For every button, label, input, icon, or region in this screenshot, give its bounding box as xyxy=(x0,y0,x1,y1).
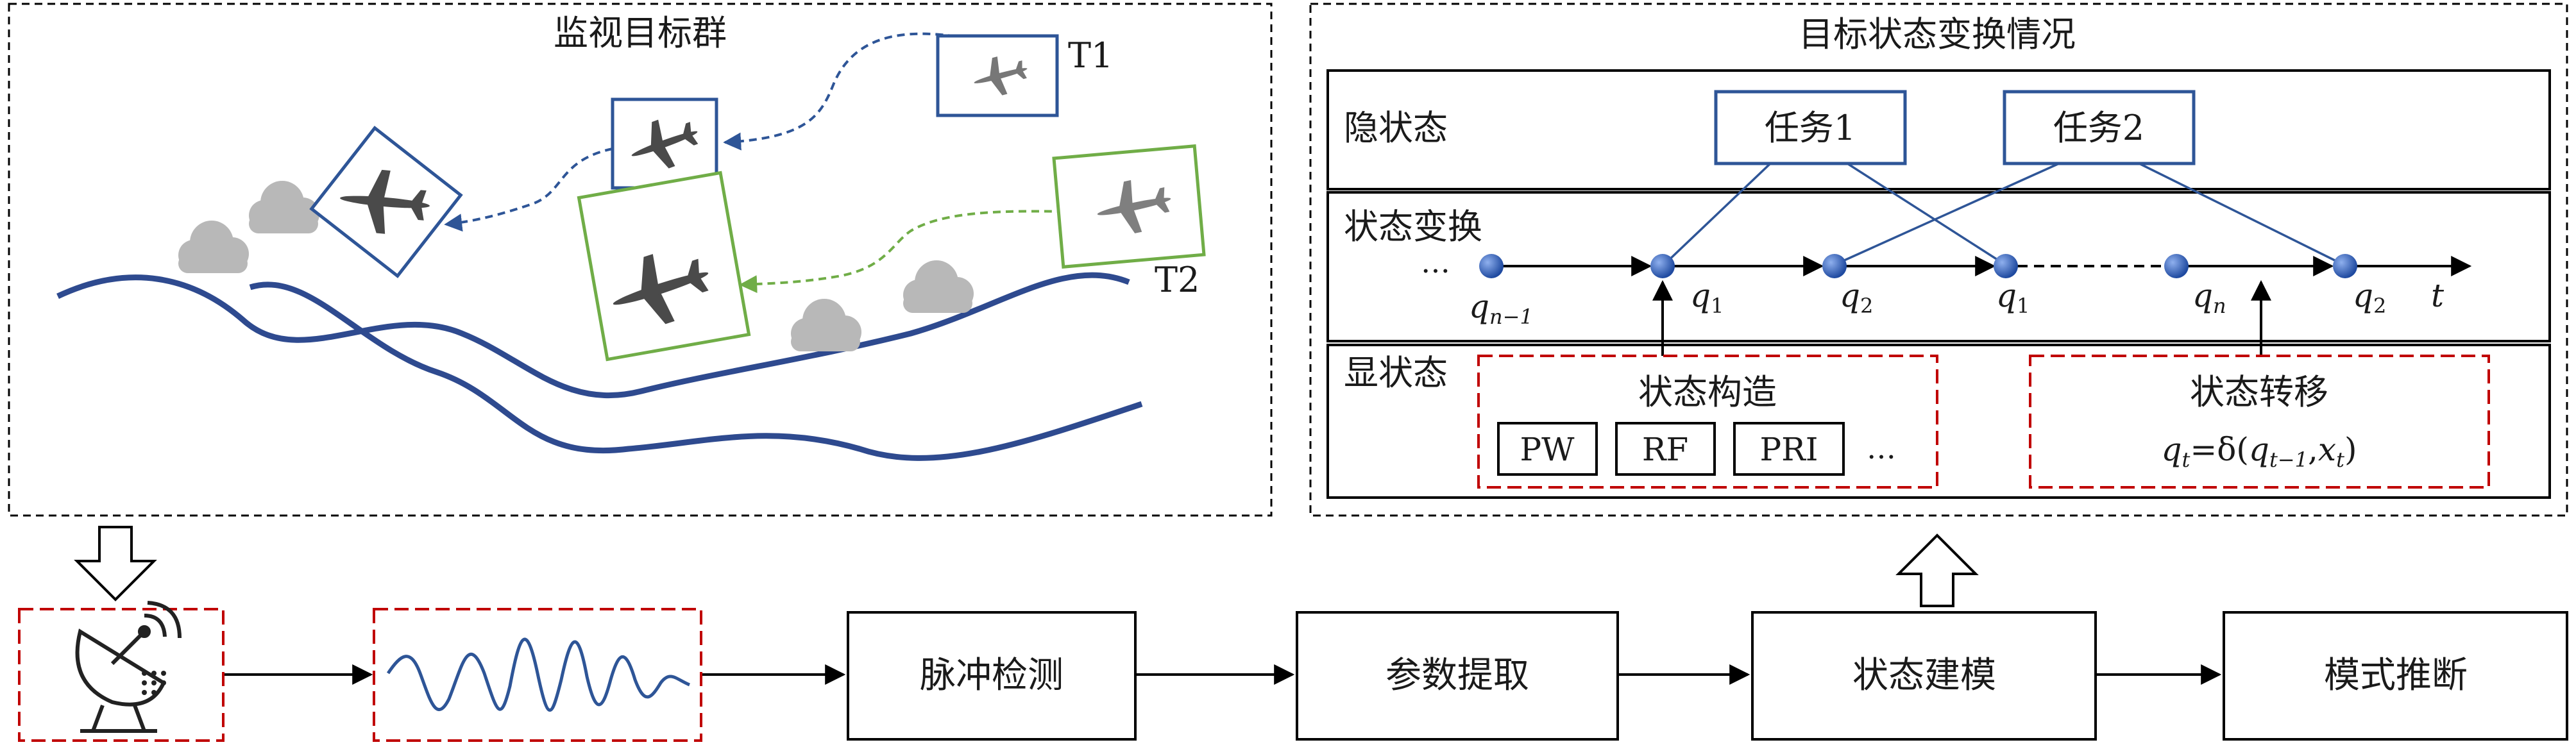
cloud-icon xyxy=(178,221,249,273)
step-box-state-modeling xyxy=(1751,611,2097,741)
river-line xyxy=(56,272,1130,399)
task-label-2: 任务2 xyxy=(2053,108,2144,148)
timeline-ellipsis: … xyxy=(1421,245,1450,280)
surveillance-panel: 监视目标群 T1 T2 xyxy=(8,3,1273,517)
param-box-pw xyxy=(1497,422,1598,476)
node-label: qn xyxy=(2192,277,2226,318)
node-label: q2 xyxy=(1840,277,1873,318)
node-label: q1 xyxy=(1690,277,1724,318)
step-label-param-extraction: 参数提取 xyxy=(1385,655,1529,696)
time-label: t xyxy=(2431,277,2445,314)
hollow-up-arrow xyxy=(1895,533,1979,607)
hollow-down-arrow xyxy=(74,526,157,601)
node-label: q2 xyxy=(2353,277,2386,318)
radar-box xyxy=(18,608,225,742)
state-node xyxy=(1650,254,1675,278)
param-box-rf xyxy=(1615,422,1716,476)
target-label-t1: T1 xyxy=(1068,35,1113,76)
state-transfer-formula: qt=δ(qt−1,xt) xyxy=(2162,431,2357,472)
state-construct-box xyxy=(1477,355,1938,489)
param-label-pw: PW xyxy=(1520,431,1575,468)
step-label-pattern-inference: 模式推断 xyxy=(2324,655,2468,696)
state-construct-title: 状态构造 xyxy=(1638,372,1777,412)
row-label-observed: 显状态 xyxy=(1344,353,1448,393)
track-t2 xyxy=(739,210,1065,294)
row-label-transition: 状态变换 xyxy=(1344,206,1482,247)
target-box xyxy=(577,171,751,362)
panel-title: 目标状态变换情况 xyxy=(1799,14,2076,55)
step-box-param-extraction xyxy=(1296,611,1619,741)
step-label-pulse-detection: 脉冲检测 xyxy=(920,655,1063,696)
cloud-icon xyxy=(249,181,319,233)
param-label-rf: RF xyxy=(1642,431,1688,468)
node-label: q1 xyxy=(1996,277,2029,318)
track-t1 xyxy=(444,147,613,232)
task-box-2 xyxy=(2003,90,2196,165)
task-box-1 xyxy=(1714,90,1907,165)
panel-title: 监视目标群 xyxy=(554,13,727,53)
param-box-pri xyxy=(1733,422,1845,476)
state-transfer-title: 状态转移 xyxy=(2190,372,2328,412)
cloud-icon xyxy=(903,260,974,313)
row-label-hidden: 隐状态 xyxy=(1344,108,1448,148)
track-t1 xyxy=(723,32,969,151)
step-label-state-modeling: 状态建模 xyxy=(1852,655,1996,696)
transition-row xyxy=(1326,191,2551,342)
emission-lines xyxy=(1663,162,2343,265)
state-node xyxy=(1479,254,1504,278)
cloud-icon xyxy=(791,299,861,351)
observed-state-row xyxy=(1326,344,2551,499)
node-label: qn−1 xyxy=(1469,288,1533,329)
state-node xyxy=(1994,254,2018,278)
task-label-1: 任务1 xyxy=(1765,108,1856,148)
step-box-pulse-detection xyxy=(847,611,1137,741)
waveform-box xyxy=(373,608,702,742)
state-transfer-box xyxy=(2029,355,2490,489)
state-node xyxy=(2164,254,2189,278)
param-ellipsis: … xyxy=(1867,431,1896,466)
state-node xyxy=(2333,254,2357,278)
river-line xyxy=(249,281,1143,461)
hidden-state-row xyxy=(1326,69,2551,190)
target-label-t2: T2 xyxy=(1155,260,1199,300)
radar-dish-icon xyxy=(75,601,182,733)
state-transition-panel: 目标状态变换情况 隐状态 状态变换 显状态 任务1 任务2 … xyxy=(1309,3,2568,517)
processing-pipeline: 脉冲检测 参数提取 状态建模 模式推断 xyxy=(18,526,2568,742)
waveform-icon xyxy=(386,637,690,712)
step-box-pattern-inference xyxy=(2223,611,2568,741)
panel-border xyxy=(8,3,1273,517)
state-node xyxy=(1822,254,1847,278)
param-label-pri: PRI xyxy=(1759,431,1818,468)
